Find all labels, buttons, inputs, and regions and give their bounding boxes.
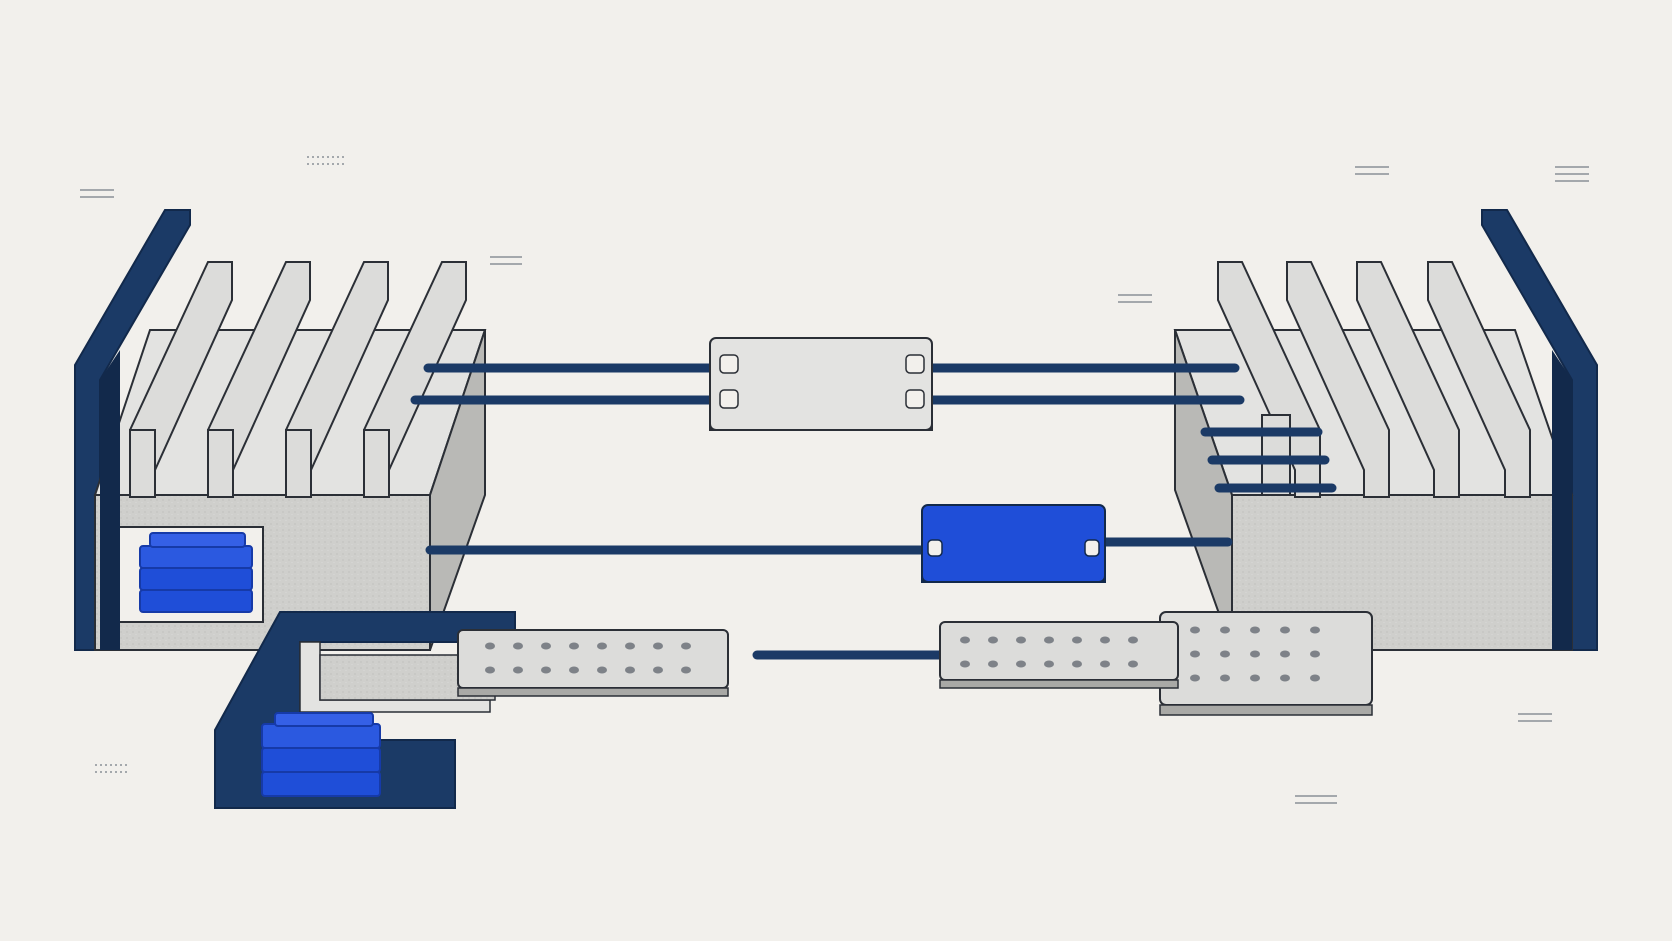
perforation-hole [1072, 660, 1082, 668]
perforation-hole [1044, 636, 1054, 644]
perforation-hole [625, 642, 635, 650]
perforation-hole [1128, 636, 1138, 644]
right-rack [1173, 209, 1598, 651]
perforation-hole [1250, 650, 1260, 658]
perforation-hole [485, 642, 495, 650]
perforation-hole [1310, 626, 1320, 634]
stacked-blocks-icon [261, 712, 381, 797]
perforated-plate-icon [939, 611, 1373, 716]
front-left-bracket [214, 611, 516, 809]
perforation-hole [1310, 650, 1320, 658]
perforation-hole [597, 642, 607, 650]
stacked-blocks-icon [139, 532, 253, 613]
perforation-hole [1310, 674, 1320, 682]
perforation-hole [988, 660, 998, 668]
left-rack [74, 209, 487, 651]
perforation-hole [541, 642, 551, 650]
perforation-hole [1190, 674, 1200, 682]
perforation-hole [1044, 660, 1054, 668]
perforation-hole [988, 636, 998, 644]
perforation-hole [960, 660, 970, 668]
perforation-hole [960, 636, 970, 644]
perforation-hole [1220, 650, 1230, 658]
perforation-hole [1190, 650, 1200, 658]
perforation-hole [569, 666, 579, 674]
perforation-hole [1280, 650, 1290, 658]
perforation-hole [1190, 626, 1200, 634]
perforation-hole [541, 666, 551, 674]
perforation-hole [1220, 626, 1230, 634]
perforation-hole [1016, 660, 1026, 668]
perforation-hole [681, 642, 691, 650]
perforation-hole [1100, 660, 1110, 668]
perforation-hole [1072, 636, 1082, 644]
connector-plate-icon [709, 337, 933, 431]
perforation-hole [1128, 660, 1138, 668]
perforation-hole [597, 666, 607, 674]
perforation-hole [1280, 626, 1290, 634]
perforation-hole [653, 642, 663, 650]
perforation-hole [1250, 626, 1260, 634]
perforation-hole [569, 642, 579, 650]
perforation-hole [1100, 636, 1110, 644]
perforation-hole [485, 666, 495, 674]
blue-connector-plate-icon [921, 504, 1106, 583]
perforation-hole [513, 666, 523, 674]
decorative-dashes [80, 156, 1589, 804]
perforation-hole [653, 666, 663, 674]
perforation-hole [1016, 636, 1026, 644]
perforation-hole [1250, 674, 1260, 682]
perforation-hole [625, 666, 635, 674]
connector-rods [410, 363, 1245, 660]
perforation-hole [1220, 674, 1230, 682]
perforation-hole [513, 642, 523, 650]
perforation-hole [681, 666, 691, 674]
perforation-hole [1280, 674, 1290, 682]
perforated-plate-icon [457, 629, 729, 697]
